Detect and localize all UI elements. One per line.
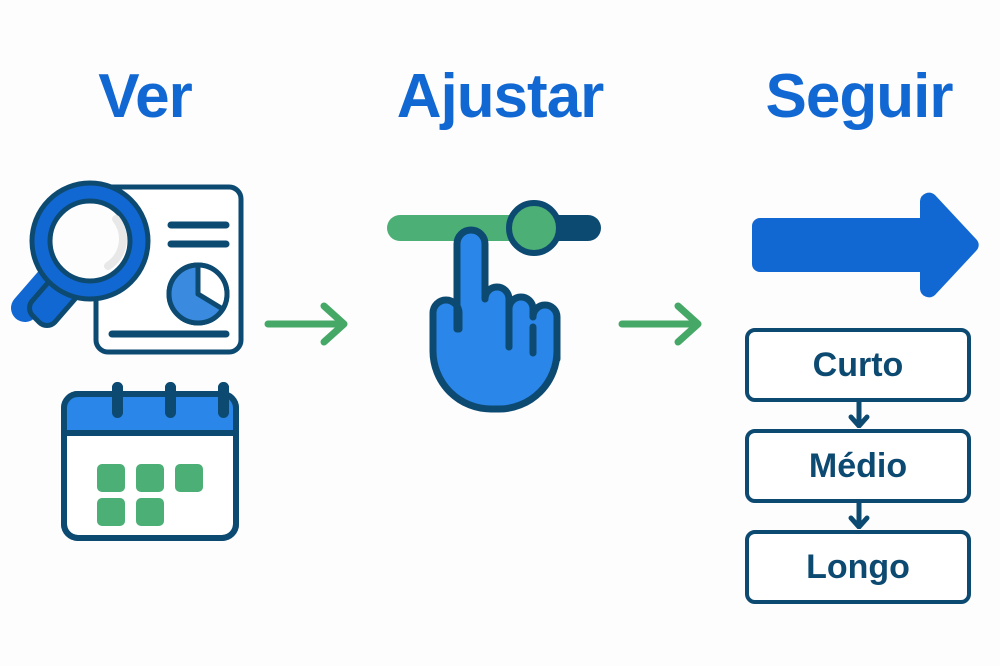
- calendar-day-cell: [175, 464, 203, 492]
- step-connector-medio-longo: [848, 501, 870, 529]
- big-right-arrow-icon: [738, 192, 988, 303]
- step-box-label: Curto: [812, 346, 904, 384]
- step-connector-curto-medio: [848, 400, 870, 428]
- calendar-day-cell: [97, 464, 125, 492]
- step-box-curto[interactable]: Curto: [745, 328, 971, 402]
- column-heading-seguir: Seguir: [765, 62, 954, 131]
- magnifying-glass-icon: [29, 180, 151, 302]
- column-heading-ver: Ver: [98, 62, 193, 131]
- calendar-day-cells: [97, 464, 203, 526]
- pointing-hand-cursor-icon: [429, 226, 561, 413]
- calendar-day-cell: [97, 498, 125, 526]
- calendar-day-cell: [136, 464, 164, 492]
- flow-arrow-ver-to-ajustar: [262, 298, 362, 355]
- flow-arrow-ajustar-to-seguir: [616, 298, 716, 355]
- calendar-header-band: [64, 394, 236, 433]
- column-heading-ajustar: Ajustar: [396, 62, 605, 131]
- magnifier-document-icon: [8, 178, 253, 368]
- step-box-longo[interactable]: Longo: [745, 530, 971, 604]
- pie-chart-icon: [166, 262, 230, 326]
- adjust-slider-hand-icon: [382, 196, 607, 429]
- slider-knob: [506, 200, 562, 256]
- calendar-icon: [52, 378, 247, 551]
- step-box-medio[interactable]: Médio: [745, 429, 971, 503]
- calendar-day-cell: [136, 498, 164, 526]
- step-box-label: Médio: [808, 447, 908, 485]
- step-box-label: Longo: [806, 548, 910, 586]
